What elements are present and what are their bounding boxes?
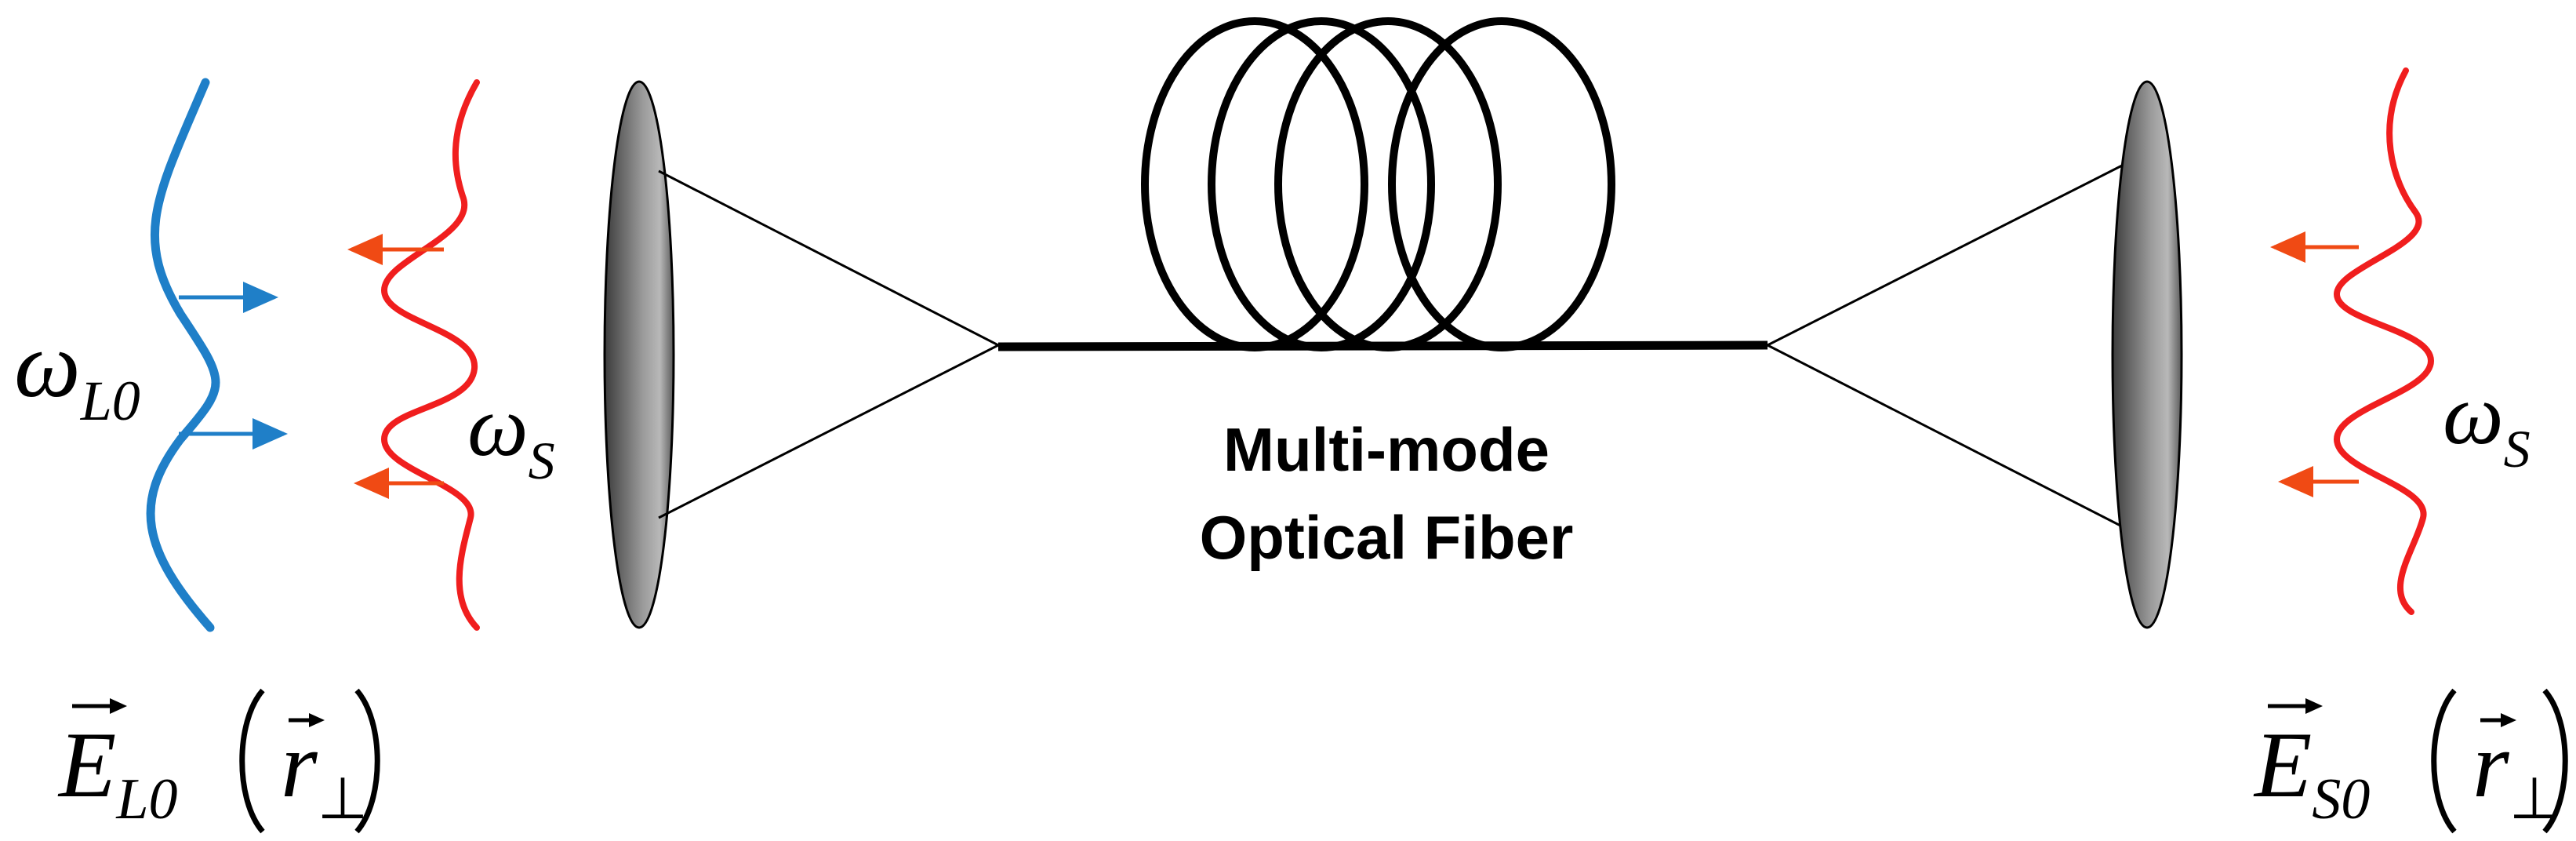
stokes-frequency-label-left: ωS xyxy=(467,378,555,490)
left-lens xyxy=(603,80,675,629)
pump-wave xyxy=(146,78,220,632)
pump-paren-right xyxy=(354,688,380,834)
svg-text:r⊥: r⊥ xyxy=(281,712,368,832)
fiber-label-line1: Multi-mode xyxy=(1223,415,1550,484)
pump-arg-vector-arrowhead xyxy=(309,713,325,727)
stokes-arg-vector-arrowhead xyxy=(2501,713,2516,727)
pump-field-arg: r xyxy=(281,712,318,817)
stokes-field-vector-arrowhead xyxy=(2305,698,2323,714)
stokes-paren-right xyxy=(2542,688,2568,834)
fiber-loop-2 xyxy=(1208,17,1435,351)
stokes-wave-left xyxy=(380,79,480,631)
fiber-loop-3 xyxy=(1274,17,1502,351)
stokes-frequency-label-right: ωS xyxy=(2443,366,2531,479)
pump-field-vector-arrowhead xyxy=(110,698,127,714)
fiber-label-line2: Optical Fiber xyxy=(1200,503,1574,572)
pump-field-symbol: E xyxy=(57,712,116,817)
svg-text:r⊥: r⊥ xyxy=(2472,712,2560,832)
right-cone-bottom xyxy=(1767,344,2124,529)
pump-field-subscript: L0 xyxy=(115,767,177,832)
fiber-loop-4 xyxy=(1388,17,1615,351)
pump-paren-left xyxy=(239,688,265,834)
left-cone-bottom xyxy=(658,344,999,519)
svg-text:ES0: ES0 xyxy=(2253,712,2370,832)
stokes-field-subscript: S0 xyxy=(2312,767,2370,832)
pump-field-expression: EL0 r⊥ xyxy=(57,688,380,834)
fiber-coil xyxy=(1141,17,1615,351)
pump-frequency-label: ωL0 xyxy=(14,312,140,432)
stokes-field-symbol: E xyxy=(2253,712,2312,817)
right-lens xyxy=(2111,80,2183,629)
svg-text:EL0: EL0 xyxy=(57,712,177,832)
stokes-paren-left xyxy=(2431,688,2457,834)
left-cone-top xyxy=(658,169,999,347)
fiber-loop-1 xyxy=(1141,17,1368,351)
stokes-field-arg: r xyxy=(2472,712,2510,817)
stokes-wave-right xyxy=(2333,67,2435,615)
pump-field-arg-subscript: ⊥ xyxy=(318,767,368,832)
stokes-field-expression: ES0 r⊥ xyxy=(2253,688,2568,834)
right-cone-top xyxy=(1767,163,2124,347)
